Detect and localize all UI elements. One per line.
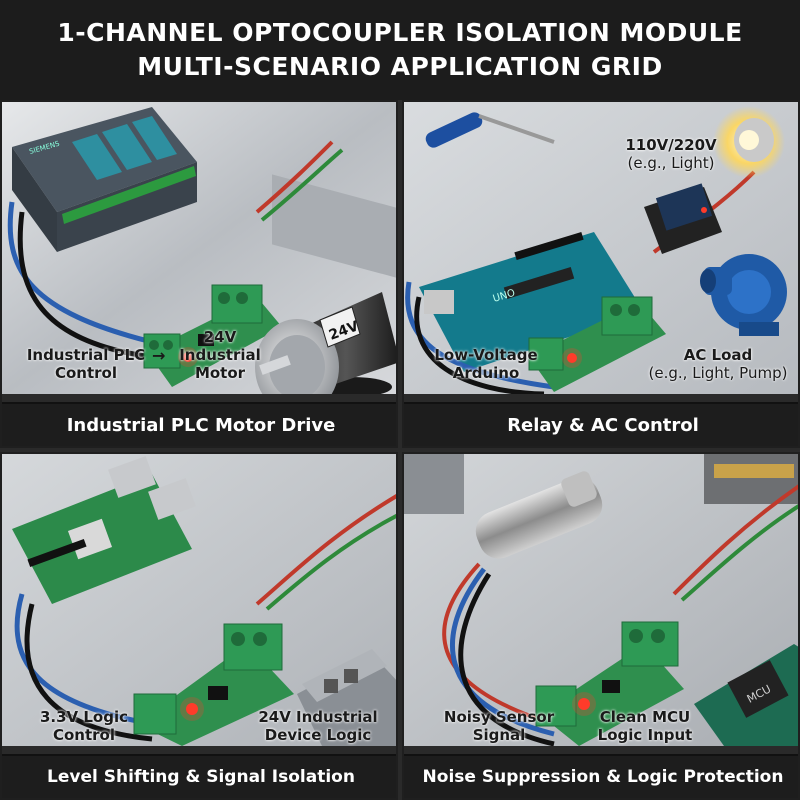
optocoupler-module-icon (528, 296, 666, 392)
banner-level-shifting: Level Shifting & Signal Isolation (2, 754, 396, 798)
dc-motor-icon (255, 292, 396, 394)
application-grid: SIEMENS (0, 100, 800, 800)
title-line-2: MULTI-SCENARIO APPLICATION GRID (137, 52, 663, 81)
optocoupler-module-icon (143, 284, 282, 387)
industrial-device-icon (297, 649, 396, 746)
level-shifting-scene (2, 454, 396, 746)
light-bulb-icon (713, 106, 785, 178)
optocoupler-module-icon (535, 621, 684, 746)
plc-motor-illustration: SIEMENS (2, 102, 396, 394)
relay-ac-scene: UNO (404, 102, 798, 394)
panel-plc-motor: SIEMENS (0, 100, 398, 448)
voltage-light-label: 110V/220V(e.g., Light) (625, 136, 717, 172)
arduino-board-icon: UNO (419, 231, 644, 372)
title-line-1: 1-CHANNEL OPTOCOUPLER ISOLATION MODULE (57, 18, 743, 47)
mcu-board-icon (694, 644, 798, 746)
page-header: 1-CHANNEL OPTOCOUPLER ISOLATION MODULE M… (0, 0, 800, 100)
screwdriver-icon (425, 112, 555, 148)
noise-suppression-illustration: MCU (404, 454, 798, 746)
optocoupler-module-icon (133, 623, 294, 746)
plc-unit-icon: SIEMENS (12, 107, 197, 252)
level-shifting-illustration (2, 454, 396, 746)
banner-noise-suppression: Noise Suppression & Logic Protection (404, 754, 798, 798)
panel-relay-ac: UNO (402, 100, 800, 448)
relay-ac-illustration: UNO (404, 102, 798, 394)
right-arrow-icon: → (152, 346, 166, 365)
banner-relay-ac-control: Relay & AC Control (404, 402, 798, 446)
water-pump-icon (700, 254, 787, 336)
raspberry-pi-icon (12, 456, 196, 604)
relay-module-icon (644, 183, 722, 254)
plc-motor-scene: SIEMENS (2, 102, 396, 394)
proximity-sensor-icon (475, 471, 603, 559)
ac-load-label: AC Load(e.g., Light, Pump) (648, 346, 788, 382)
noise-suppression-scene: MCU (404, 454, 798, 746)
banner-plc-motor-drive: Industrial PLC Motor Drive (2, 402, 396, 446)
